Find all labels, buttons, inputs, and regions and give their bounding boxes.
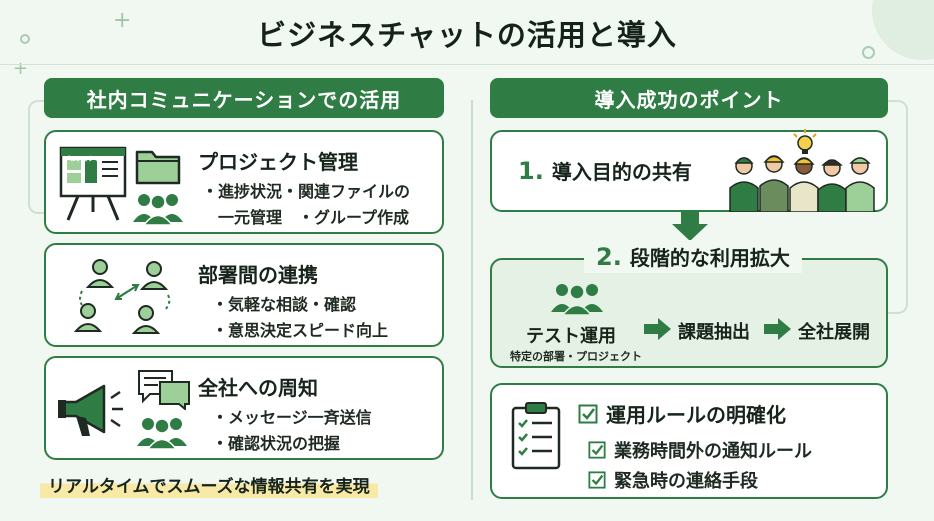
checkbox-icon xyxy=(588,471,606,489)
chat-bubbles-icon xyxy=(138,370,190,410)
flow-step-test-sub: 特定の部署・プロジェクト xyxy=(510,350,642,363)
summary-note: リアルタイムでスムーズな情報共有を実現 xyxy=(40,472,378,498)
title-underline xyxy=(0,64,934,65)
card-bullet: ・メッセージ一斉送信 xyxy=(212,408,372,427)
arrow-down-icon xyxy=(672,212,708,241)
step-2-number: 2. xyxy=(596,243,622,271)
rule-item-text: 緊急時の連絡手段 xyxy=(614,471,758,492)
company-announcement-card: 全社への周知 ・メッセージ一斉送信 ・確認状況の把握 xyxy=(44,356,444,460)
right-section-header: 導入成功のポイント xyxy=(490,78,888,118)
step-1-card: 1. 導入目的の共有 xyxy=(490,129,888,212)
operation-rules-card: 運用ルールの明確化 業務時間外の通知ルール 緊急時の連絡手段 xyxy=(490,383,888,499)
presentation-board-icon xyxy=(59,146,127,221)
clipboard-checklist-icon xyxy=(511,402,561,470)
step-2-card: 2. 段階的な利用拡大 テスト運用 特定の部署・プロジェクト 課題抽出 全社展開 xyxy=(490,240,888,368)
left-section-header: 社内コミュニケーションでの活用 xyxy=(44,78,444,118)
group-icon xyxy=(551,284,603,316)
card-bullet: 一元管理 ・グループ作成 xyxy=(218,208,410,227)
left-bracket xyxy=(28,100,50,214)
group-icon xyxy=(133,194,183,226)
decorative-circle xyxy=(862,46,875,59)
flow-step-issues: 課題抽出 xyxy=(678,322,750,343)
workers-team-icon xyxy=(729,155,875,212)
card-bullet: ・確認状況の把握 xyxy=(212,434,341,453)
card-bullet: ・進捗状況・関連ファイルの xyxy=(202,182,411,201)
flow-step-rollout: 全社展開 xyxy=(798,322,870,343)
card-bullet: ・意思決定スピード向上 xyxy=(212,321,389,340)
decorative-plus: + xyxy=(113,8,132,33)
arrow-right-icon xyxy=(644,318,671,340)
project-management-card: プロジェクト プロジェクト管理 ・進捗状況・関連ファイルの 一元管理 ・グループ… xyxy=(44,130,444,234)
decorative-circle xyxy=(20,34,30,44)
arrow-right-icon xyxy=(764,318,791,340)
rule-item-text: 業務時間外の通知ルール xyxy=(614,441,812,462)
flow-step-test: テスト運用 xyxy=(526,326,616,347)
rules-title: 運用ルールの明確化 xyxy=(606,403,786,427)
step-1-text: 導入目的の共有 xyxy=(551,160,692,184)
decorative-plus: + xyxy=(13,58,29,79)
card-bullet: ・気軽な相談・確認 xyxy=(212,295,357,314)
board-label: プロジェクト xyxy=(64,156,101,163)
group-icon xyxy=(137,418,187,450)
right-bracket xyxy=(888,100,908,314)
checkbox-icon xyxy=(578,404,598,423)
step-1-number: 1. xyxy=(518,157,544,185)
page-title: ビジネスチャットの活用と導入 xyxy=(257,18,677,52)
folder-icon xyxy=(135,150,181,185)
checkbox-icon xyxy=(588,441,606,459)
rules-title-row: 運用ルールの明確化 xyxy=(578,399,786,428)
card-title: 部署間の連携 xyxy=(198,263,318,287)
center-divider xyxy=(471,100,473,500)
megaphone-icon xyxy=(58,384,123,436)
department-collaboration-card: 部署間の連携 ・気軽な相談・確認 ・意思決定スピード向上 xyxy=(44,243,444,347)
step-2-text: 段階的な利用拡大 xyxy=(629,246,790,270)
people-network-icon xyxy=(73,259,171,334)
card-title: プロジェクト管理 xyxy=(198,150,358,174)
rule-item: 業務時間外の通知ルール xyxy=(588,437,812,463)
card-title: 全社への周知 xyxy=(198,376,318,400)
lightbulb-icon xyxy=(793,129,817,154)
rule-item: 緊急時の連絡手段 xyxy=(588,467,758,493)
